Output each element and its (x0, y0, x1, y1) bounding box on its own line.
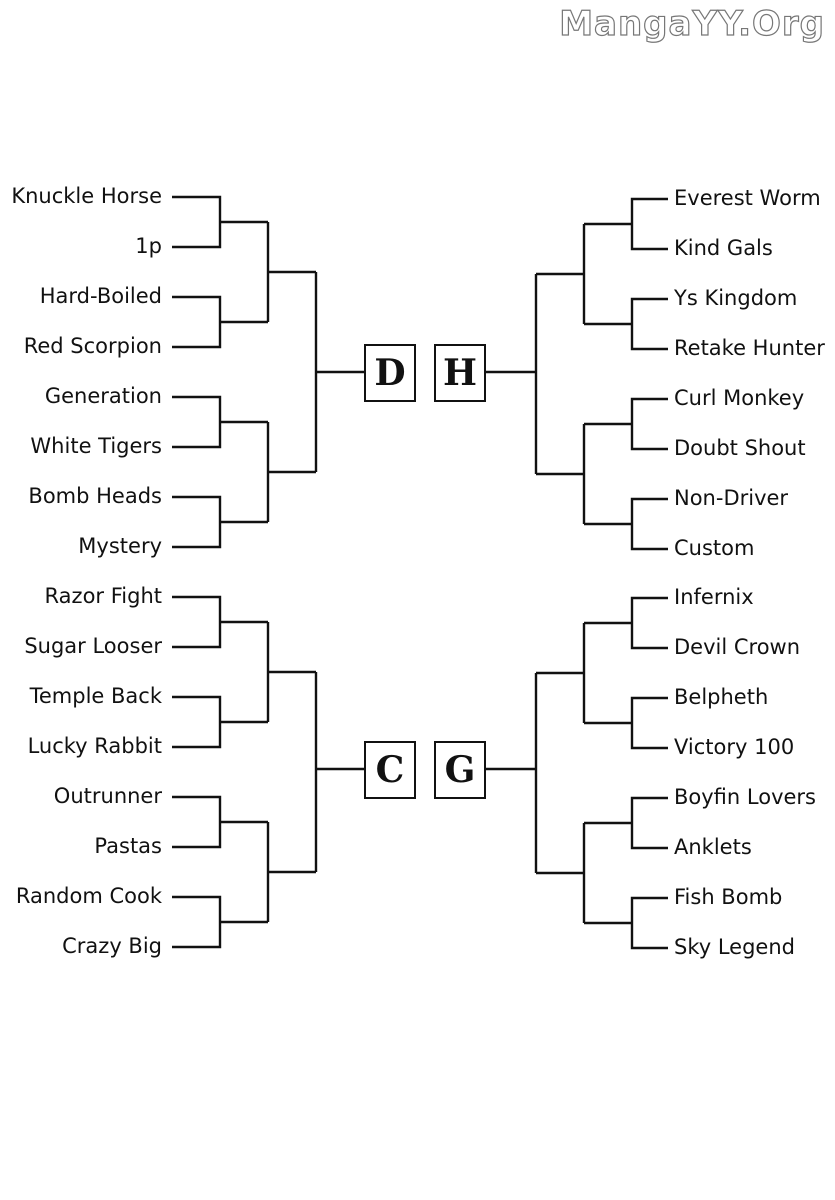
team-name: Everest Worm (674, 186, 821, 210)
team-name: Generation (44, 384, 162, 408)
team-name: Fish Bomb (674, 885, 783, 909)
team-name: Sugar Looser (24, 634, 162, 658)
team-name: Mystery (78, 534, 162, 558)
bracket-pair-r1 (172, 295, 222, 349)
bracket-pair-r1 (172, 195, 222, 249)
bracket-pair-r1 (172, 795, 222, 849)
bracket-pair-r1 (630, 197, 668, 251)
bracket-pair-r1 (172, 495, 222, 549)
block-label-g: G (434, 741, 486, 799)
team-name: Sky Legend (674, 935, 795, 959)
bracket-pair-r1 (630, 497, 668, 551)
bracket-pair-r1 (630, 397, 668, 451)
block-label-d: D (364, 344, 416, 402)
team-name: Anklets (674, 835, 752, 859)
team-name: Retake Hunter (674, 336, 825, 360)
bracket-pair-r1 (630, 297, 668, 351)
team-name: 1p (135, 234, 162, 258)
team-name: Lucky Rabbit (27, 734, 162, 758)
team-name: Hard-Boiled (39, 284, 162, 308)
team-name: Victory 100 (674, 735, 795, 759)
team-name: Pastas (94, 834, 162, 858)
team-name: Temple Back (29, 684, 162, 708)
team-name: Bomb Heads (28, 484, 162, 508)
team-name: Random Cook (15, 884, 162, 908)
team-name: Red Scorpion (23, 334, 162, 358)
team-name: White Tigers (30, 434, 162, 458)
team-name: Custom (674, 536, 755, 560)
block-label-c: C (364, 741, 416, 799)
watermark-logo: MangaYY.Org (559, 3, 825, 44)
bracket-pair-r1 (630, 696, 668, 750)
team-name: Kind Gals (674, 236, 773, 260)
team-name: Ys Kingdom (674, 286, 798, 310)
team-name: Crazy Big (62, 934, 162, 958)
team-name: Doubt Shout (674, 436, 806, 460)
bracket-pair-r1 (630, 796, 668, 850)
team-name: Knuckle Horse (11, 184, 162, 208)
team-name: Infernix (674, 585, 754, 609)
block-label-h: H (434, 344, 486, 402)
bracket-pair-r1 (172, 595, 222, 649)
team-name: Belpheth (674, 685, 769, 709)
bracket-pair-r1 (630, 596, 668, 650)
bracket-pair-r1 (172, 895, 222, 949)
team-name: Razor Fight (44, 584, 162, 608)
team-name: Devil Crown (674, 635, 801, 659)
team-name: Boyfin Lovers (674, 785, 816, 809)
bracket-pair-r1 (172, 695, 222, 749)
team-name: Non-Driver (674, 486, 789, 510)
team-name: Outrunner (53, 784, 162, 808)
bracket-pair-r1 (630, 896, 668, 950)
team-name: Curl Monkey (674, 386, 805, 410)
bracket-pair-r1 (172, 395, 222, 449)
